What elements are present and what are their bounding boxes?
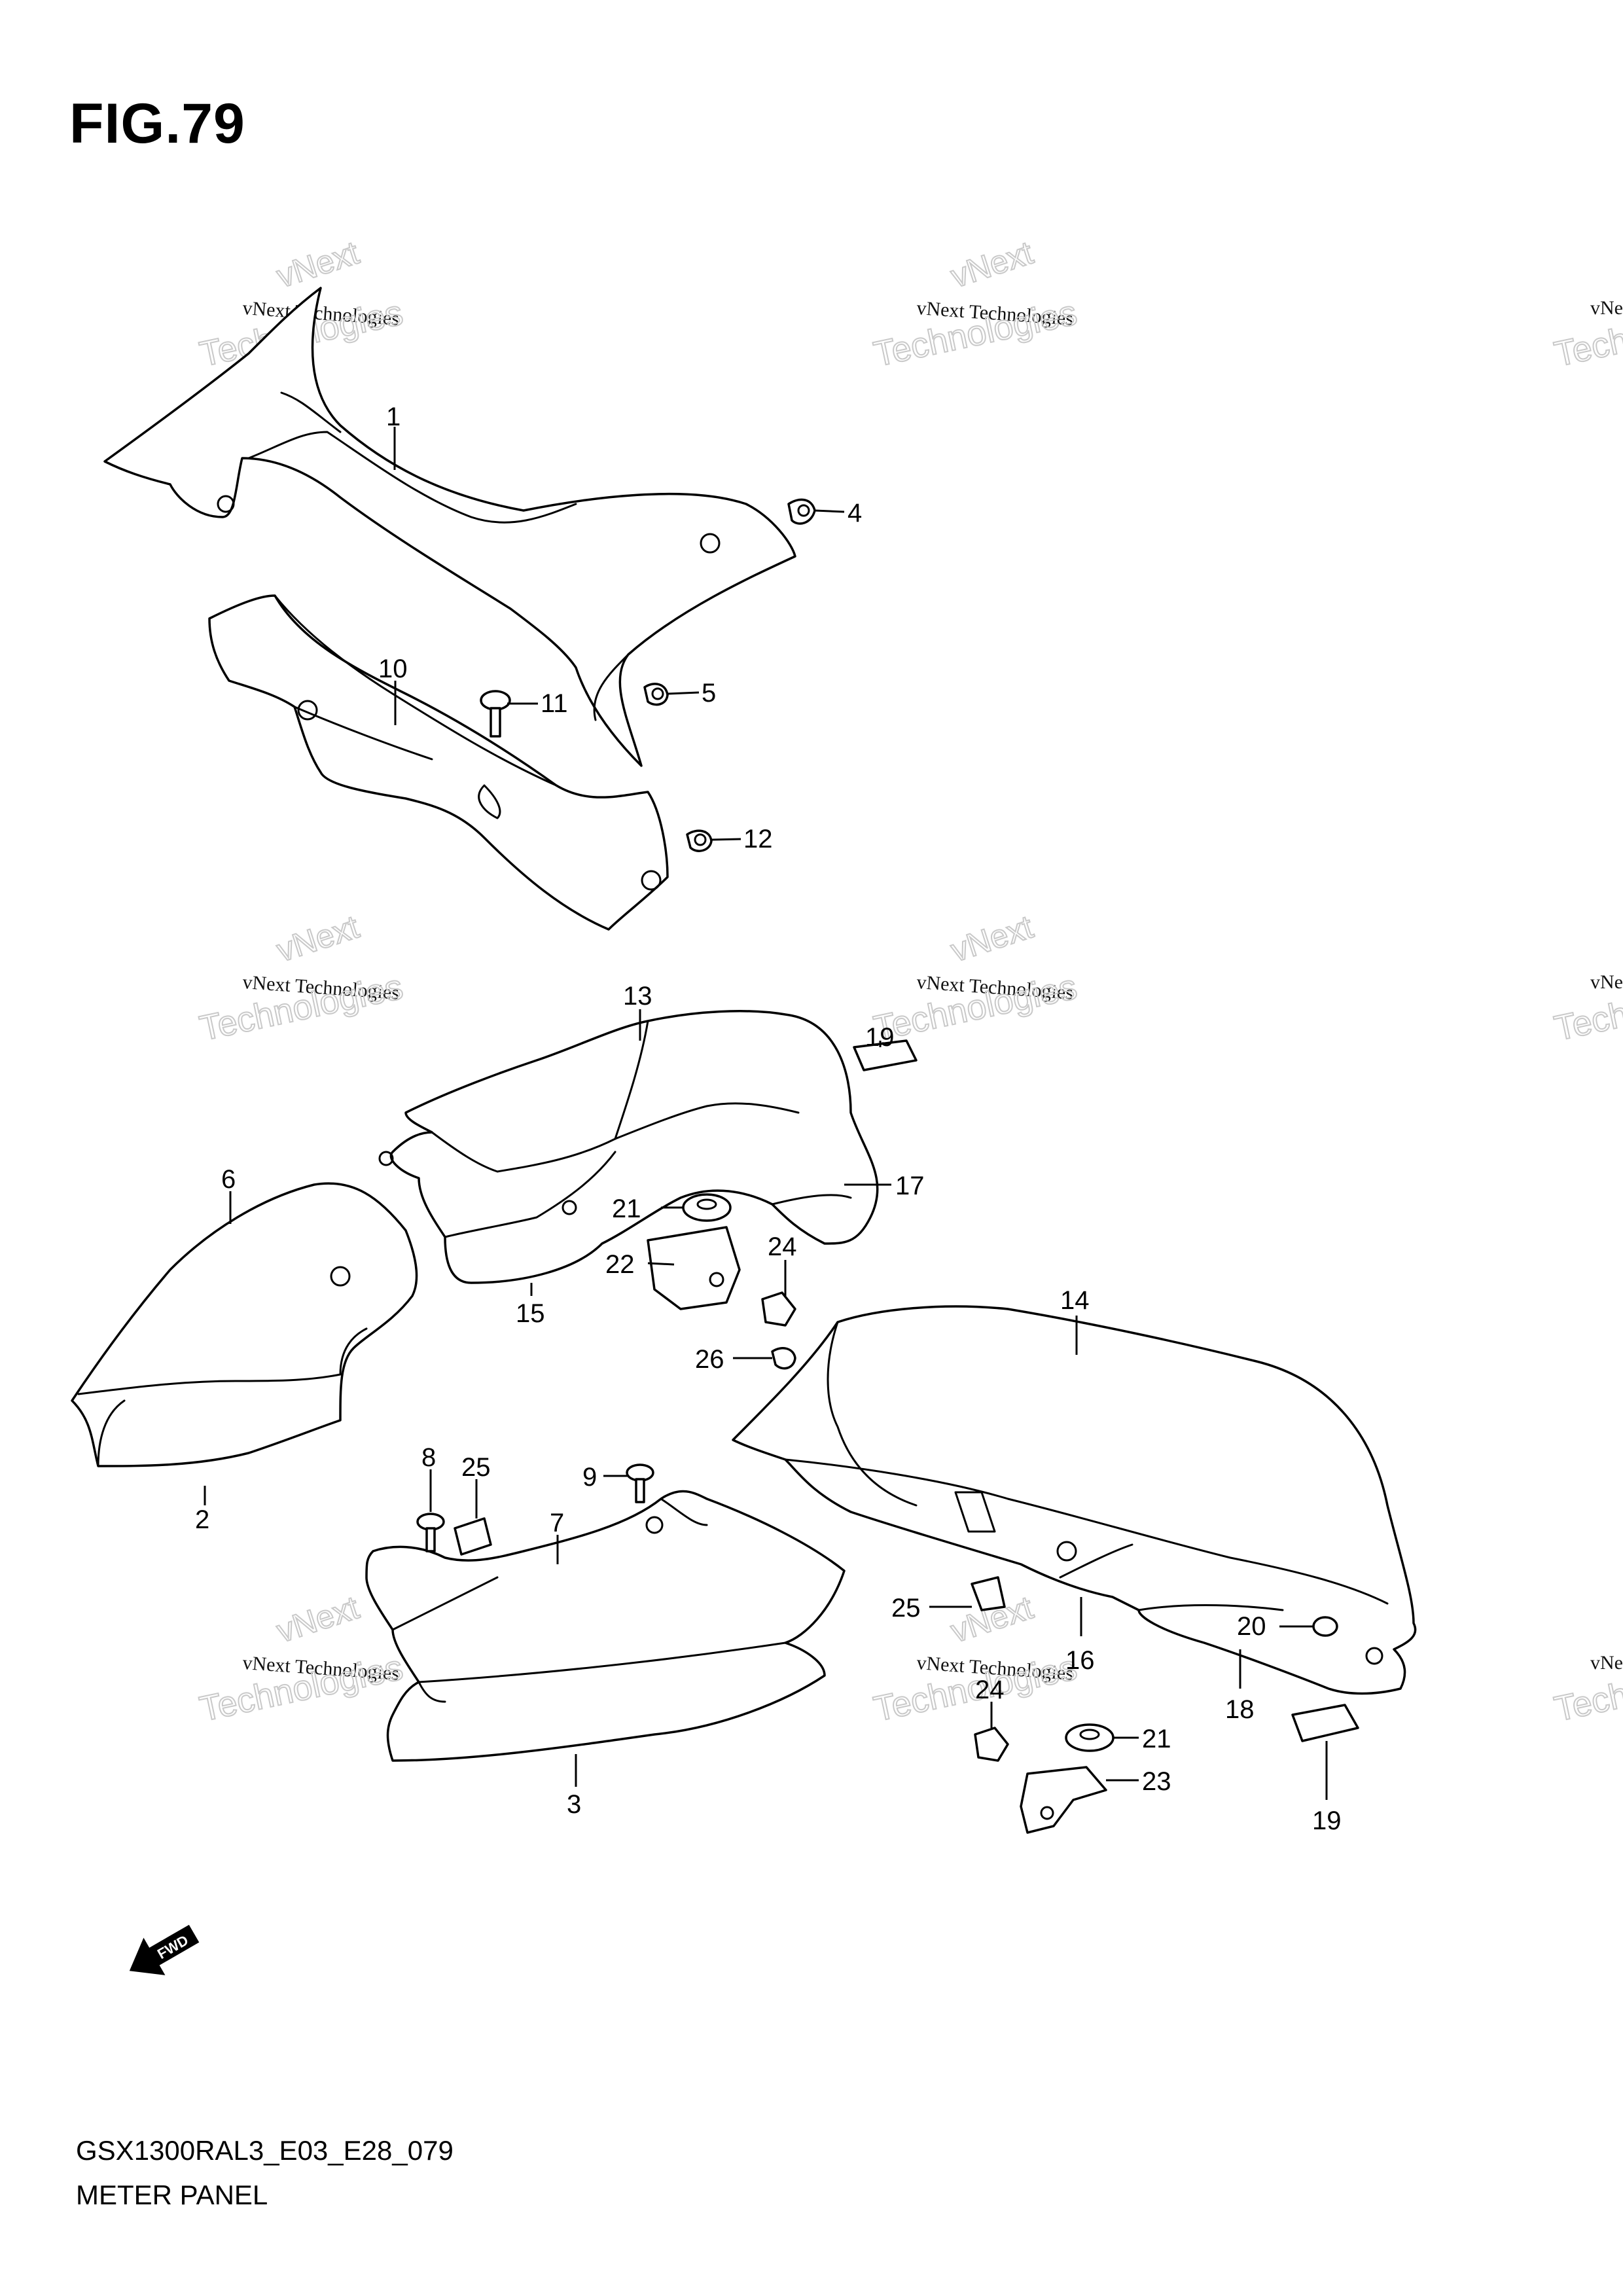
part-20-screw — [1312, 1616, 1338, 1637]
callout-21-lower: 21 — [1142, 1725, 1171, 1753]
callout-8: 8 — [421, 1443, 436, 1472]
callout-16: 16 — [1065, 1646, 1095, 1675]
watermark-text: vNext Technologies — [1590, 297, 1623, 319]
callout-22: 22 — [605, 1250, 635, 1279]
part-23-bracket — [1020, 1766, 1107, 1834]
part-25-nut-right — [971, 1576, 1006, 1611]
callout-17: 17 — [895, 1172, 925, 1200]
figure-title: FIG.79 — [69, 92, 245, 155]
callout-19-upper: 19 — [865, 1023, 895, 1052]
callout-26: 26 — [695, 1345, 724, 1374]
part-24-bolt-upper — [761, 1291, 796, 1327]
leader-lines — [204, 427, 1328, 1800]
watermark-edge-top: vNext Technologies Technologies — [1550, 293, 1623, 375]
callout-11: 11 — [541, 689, 568, 718]
watermark-edge-low: vNext Technologies Technologies — [1550, 1647, 1623, 1730]
figure-code: GSX1300RAL3_E03_E28_079 — [76, 2135, 454, 2166]
fwd-arrow-icon: FWD — [129, 1924, 200, 1975]
callout-3: 3 — [567, 1790, 581, 1819]
callout-24-lower: 24 — [975, 1676, 1005, 1704]
part-5-clip — [643, 683, 669, 706]
watermark-vnext: vNext — [272, 234, 363, 295]
watermark-text: vNext Technologies — [1590, 971, 1623, 993]
part-14-right-panel — [732, 1305, 1417, 1695]
watermark-vnext: vNext — [946, 234, 1037, 295]
callout-21-upper: 21 — [612, 1194, 641, 1223]
part-8-screw — [416, 1513, 445, 1552]
callout-13: 13 — [623, 982, 652, 1011]
callout-18: 18 — [1225, 1695, 1255, 1724]
callout-24-upper: 24 — [768, 1232, 797, 1261]
callout-25-right: 25 — [891, 1594, 921, 1623]
watermark-vnext: vNext — [946, 908, 1037, 969]
callout-9: 9 — [582, 1463, 597, 1492]
callout-25-left: 25 — [461, 1453, 491, 1482]
part-11-screw — [480, 690, 511, 738]
part-12-clip — [686, 829, 713, 852]
part-21-grommet-lower — [1065, 1723, 1115, 1752]
part-21-grommet-upper — [682, 1193, 732, 1222]
watermark-edge-mid: vNext Technologies Technologies — [1550, 967, 1623, 1049]
callout-6: 6 — [221, 1165, 236, 1194]
part-9-screw — [626, 1463, 654, 1503]
callout-labels: 1 2 3 4 5 6 7 8 9 10 11 12 13 14 15 16 1… — [195, 403, 1342, 1835]
watermark-top-center: vNext vNext Technologies Technologies — [870, 234, 1081, 375]
callout-15: 15 — [516, 1299, 545, 1328]
callout-4: 4 — [847, 499, 862, 528]
part-24-bolt-lower — [974, 1727, 1009, 1762]
callout-5: 5 — [702, 679, 716, 708]
callout-2: 2 — [195, 1505, 209, 1534]
part-25-nut-left — [454, 1517, 492, 1556]
watermark-low-left: vNext vNext Technologies Technologies — [196, 1588, 407, 1730]
callout-19-lower: 19 — [1312, 1806, 1342, 1835]
part-7-lower-center-panel — [365, 1490, 846, 1762]
part-1-inner-panel — [103, 287, 796, 767]
callout-1: 1 — [386, 403, 401, 431]
part-22-bracket — [647, 1226, 741, 1310]
watermark-mid-left: vNext vNext Technologies Technologies — [196, 908, 407, 1049]
part-6-left-panel — [71, 1182, 418, 1467]
watermark-vnext: vNext — [272, 908, 363, 969]
callout-12: 12 — [743, 825, 773, 853]
watermark-text: vNext Technologies — [1590, 1652, 1623, 1674]
callout-10: 10 — [378, 655, 408, 683]
part-4-clip — [787, 498, 816, 525]
watermark-vnext: vNext — [272, 1589, 363, 1650]
figure-name: METER PANEL — [76, 2179, 268, 2210]
part-13-upper-panel — [378, 1010, 879, 1284]
callout-14: 14 — [1060, 1286, 1090, 1315]
part-26-clip — [771, 1347, 796, 1370]
part-19-pad-upper — [853, 1039, 918, 1071]
part-19-pad-lower — [1291, 1704, 1359, 1742]
watermark-mid-center: vNext vNext Technologies Technologies — [870, 908, 1081, 1049]
callout-20: 20 — [1237, 1612, 1266, 1641]
callout-23: 23 — [1142, 1767, 1171, 1796]
callout-7: 7 — [550, 1509, 564, 1537]
